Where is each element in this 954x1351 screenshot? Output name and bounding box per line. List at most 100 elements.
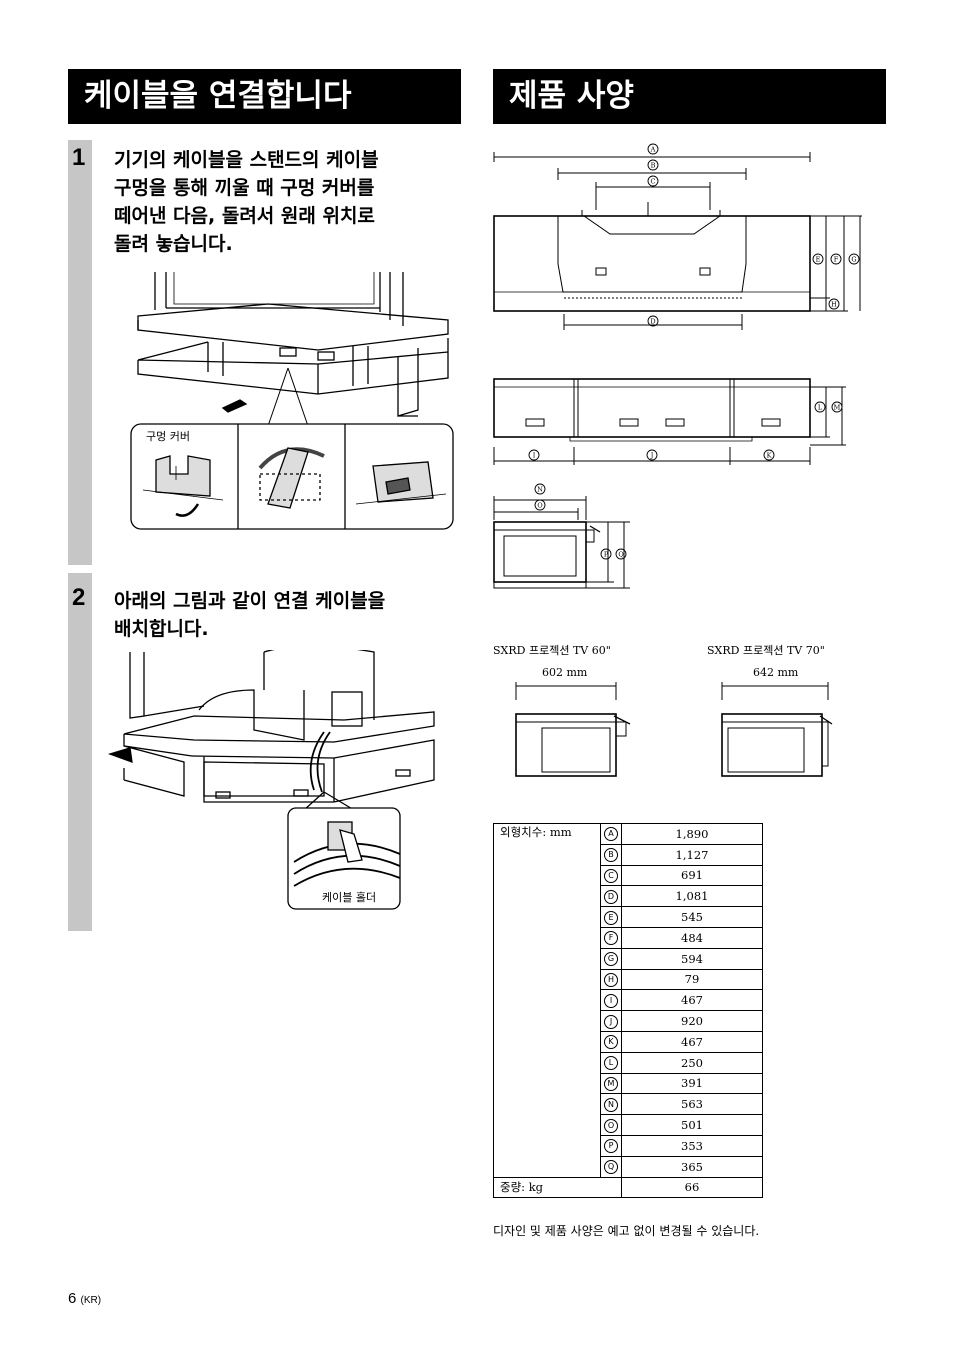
spec-key-cell: G — [600, 947, 622, 970]
cable-arrangement-illustration — [107, 650, 435, 910]
spec-value: 467 — [621, 1030, 763, 1053]
spec-key-marker: J — [604, 1014, 618, 1029]
step-2-number: 2 — [72, 584, 86, 611]
spec-key-marker: P — [604, 1139, 618, 1154]
marker-I: I — [533, 452, 536, 460]
spec-key-marker: D — [604, 889, 618, 904]
spec-key-cell: F — [600, 926, 622, 949]
spec-value: 594 — [621, 947, 763, 970]
spec-key-cell: Q — [600, 1155, 622, 1178]
step-1-number: 1 — [72, 144, 86, 171]
side-view-dimension-diagram: N O P Q — [493, 483, 630, 589]
page-number: 6 (KR) — [68, 1290, 101, 1307]
spec-key-marker: N — [604, 1097, 618, 1112]
weight-value: 66 — [621, 1176, 763, 1199]
spec-key-cell: K — [600, 1030, 622, 1053]
front-view-dimension-diagram: A B C D E F G H — [493, 143, 862, 330]
marker-L: L — [818, 404, 823, 412]
hole-cover-illustration — [130, 272, 454, 530]
marker-K: K — [767, 452, 772, 460]
spec-key-marker: K — [604, 1035, 618, 1050]
spec-key-cell: H — [600, 968, 622, 991]
model-70-width: 642 mm — [753, 666, 799, 679]
spec-key-cell: J — [600, 1010, 622, 1032]
step-2-bar — [68, 573, 92, 931]
spec-value: 501 — [621, 1114, 763, 1136]
model-60-width: 602 mm — [542, 666, 588, 679]
spec-value: 467 — [621, 989, 763, 1012]
marker-F: F — [834, 256, 839, 264]
model-70-label: SXRD 프로젝션 TV 70" — [707, 644, 825, 657]
marker-H: H — [831, 301, 837, 309]
spec-key-cell: L — [600, 1051, 622, 1074]
marker-Q: Q — [618, 551, 623, 559]
spec-key-marker: M — [604, 1076, 618, 1091]
spec-key-cell: I — [600, 989, 622, 1012]
cable-holder-label: 케이블 홀더 — [322, 891, 377, 904]
marker-C: C — [651, 178, 656, 186]
spec-key-cell: M — [600, 1072, 622, 1095]
marker-O: O — [537, 502, 542, 510]
step-2-text: 아래의 그림과 같이 연결 케이블을 배치합니다. — [114, 590, 386, 640]
spec-value: 1,890 — [621, 823, 763, 845]
spec-key-marker: H — [604, 972, 618, 987]
section-title-specifications: 제품 사양 — [493, 69, 886, 124]
page-number-value: 6 — [68, 1290, 77, 1307]
step-1-bar — [68, 140, 92, 565]
marker-G: G — [851, 256, 856, 264]
spec-value: 1,127 — [621, 843, 763, 866]
top-view-dimension-diagram: I J K L M — [493, 378, 846, 465]
spec-key-marker: L — [604, 1056, 618, 1071]
spec-value: 484 — [621, 926, 763, 949]
spec-value: 920 — [621, 1010, 763, 1032]
step-1-text: 기기의 케이블을 스탠드의 케이블 구멍을 통해 끼울 때 구멍 커버를 떼어낸… — [114, 149, 379, 255]
spec-key-cell: B — [600, 843, 622, 866]
spec-value: 353 — [621, 1134, 763, 1157]
marker-B: B — [651, 162, 656, 170]
spec-key-cell: N — [600, 1093, 622, 1116]
spec-value: 563 — [621, 1093, 763, 1116]
spec-key-cell: E — [600, 906, 622, 928]
model-70-side-diagram — [721, 682, 833, 777]
spec-key-cell: D — [600, 885, 622, 908]
spec-key-cell: A — [600, 823, 622, 845]
marker-E: E — [816, 256, 821, 264]
model-60-side-diagram — [515, 682, 631, 777]
spec-key-cell: O — [600, 1114, 622, 1136]
spec-value: 250 — [621, 1051, 763, 1074]
front-view-markers — [647, 143, 860, 327]
marker-M: M — [834, 404, 841, 412]
spec-key-marker: G — [604, 952, 618, 967]
spec-value: 79 — [621, 968, 763, 991]
section-title-connect-cables: 케이블을 연결합니다 — [68, 69, 461, 124]
spec-value: 365 — [621, 1155, 763, 1178]
marker-J: J — [650, 452, 654, 460]
spec-key-marker: A — [604, 827, 618, 842]
marker-P: P — [604, 551, 609, 559]
spec-key-marker: C — [604, 868, 618, 883]
hole-cover-label: 구멍 커버 — [146, 430, 190, 443]
spec-key-marker: Q — [604, 1160, 618, 1175]
model-60-label: SXRD 프로젝션 TV 60" — [493, 644, 611, 657]
marker-N: N — [537, 486, 543, 494]
spec-key-marker: I — [604, 993, 618, 1008]
spec-value: 545 — [621, 906, 763, 928]
spec-key-cell: C — [600, 864, 622, 887]
spec-key-marker: O — [604, 1118, 618, 1133]
dimensions-label: 외형치수: mm — [493, 823, 601, 1178]
spec-value: 1,081 — [621, 885, 763, 908]
spec-key-marker: B — [604, 848, 618, 863]
spec-change-note: 디자인 및 제품 사양은 예고 없이 변경될 수 있습니다. — [493, 1224, 760, 1238]
spec-value: 691 — [621, 864, 763, 887]
marker-D: D — [650, 318, 655, 326]
